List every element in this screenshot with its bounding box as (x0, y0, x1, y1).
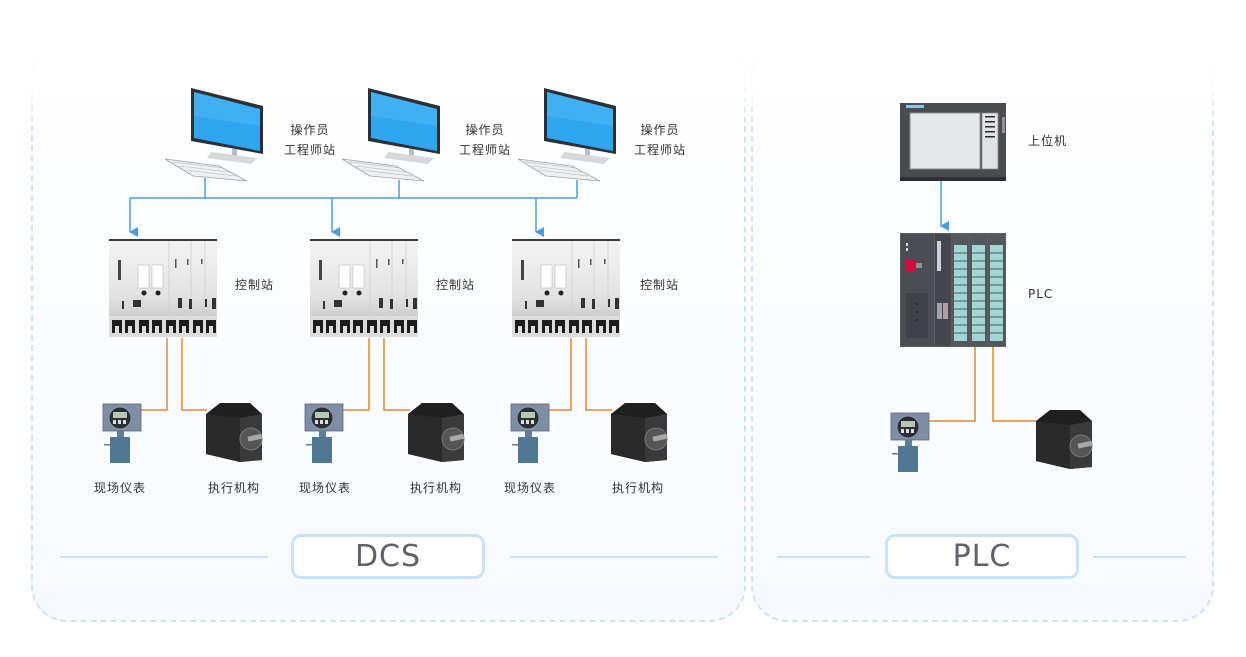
actuator-label: 执行机构 (612, 481, 665, 495)
dcs-footer-line-right (510, 556, 718, 558)
control-station-icon (109, 239, 217, 337)
actuator-motor-icon (408, 403, 465, 462)
field-instrument-icon (102, 403, 142, 463)
workstation-label-line1: 操作员 (290, 123, 330, 137)
dcs-footer-line-left (60, 556, 268, 558)
field-instrument-label: 现场仪表 (504, 481, 557, 495)
control-station-label: 控制站 (436, 278, 476, 292)
control-station-icon (512, 239, 620, 337)
computer-icon (518, 88, 616, 182)
actuator-label: 执行机构 (208, 481, 261, 495)
workstation-label-line2: 工程师站 (284, 143, 337, 157)
workstation-label-line1: 操作员 (465, 123, 505, 137)
field-instrument-label: 现场仪表 (94, 481, 147, 495)
plc-label: PLC (1028, 287, 1054, 301)
dcs-field-wires (140, 338, 612, 411)
actuator-motor-icon (1036, 410, 1093, 469)
workstation-label: 操作员 工程师站 (634, 120, 686, 160)
computer-icon (342, 88, 440, 182)
plc-footer-line-right (1093, 556, 1186, 558)
wire-cs2-actuator (383, 338, 410, 411)
wire-plc-instrument (929, 347, 976, 422)
workstation-label-line2: 工程师站 (459, 143, 512, 157)
plc-rack-icon (900, 233, 1006, 347)
plc-footer-line-left (777, 556, 870, 558)
wire-plc-actuator (992, 347, 1036, 422)
dcs-title-badge: DCS (291, 534, 485, 579)
workstation-label: 操作员 工程师站 (284, 120, 336, 160)
host-computer-label: 上位机 (1028, 134, 1068, 148)
field-instrument-icon (890, 412, 930, 472)
wire-cs3-actuator (585, 338, 612, 411)
hmi-panel-icon (900, 103, 1006, 181)
computer-icon (165, 88, 263, 182)
plc-title-badge: PLC (885, 534, 1079, 579)
plc-field-wires (929, 347, 1036, 422)
workstation-label-line1: 操作员 (640, 123, 680, 137)
wire-cs1-instrument (140, 338, 168, 411)
control-station-icon (310, 239, 418, 337)
actuator-motor-icon (611, 403, 668, 462)
field-instrument-label: 现场仪表 (299, 481, 352, 495)
actuator-motor-icon (206, 403, 263, 462)
dcs-network-bus (129, 178, 578, 237)
wire-cs1-actuator (181, 338, 207, 411)
field-instrument-icon (304, 403, 344, 463)
workstation-label-line2: 工程师站 (634, 143, 687, 157)
control-station-label: 控制站 (640, 278, 680, 292)
field-instrument-icon (510, 403, 550, 463)
workstation-label: 操作员 工程师站 (459, 120, 511, 160)
wire-cs2-instrument (343, 338, 370, 411)
control-station-label: 控制站 (235, 278, 275, 292)
wire-cs3-instrument (548, 338, 572, 411)
actuator-label: 执行机构 (410, 481, 463, 495)
